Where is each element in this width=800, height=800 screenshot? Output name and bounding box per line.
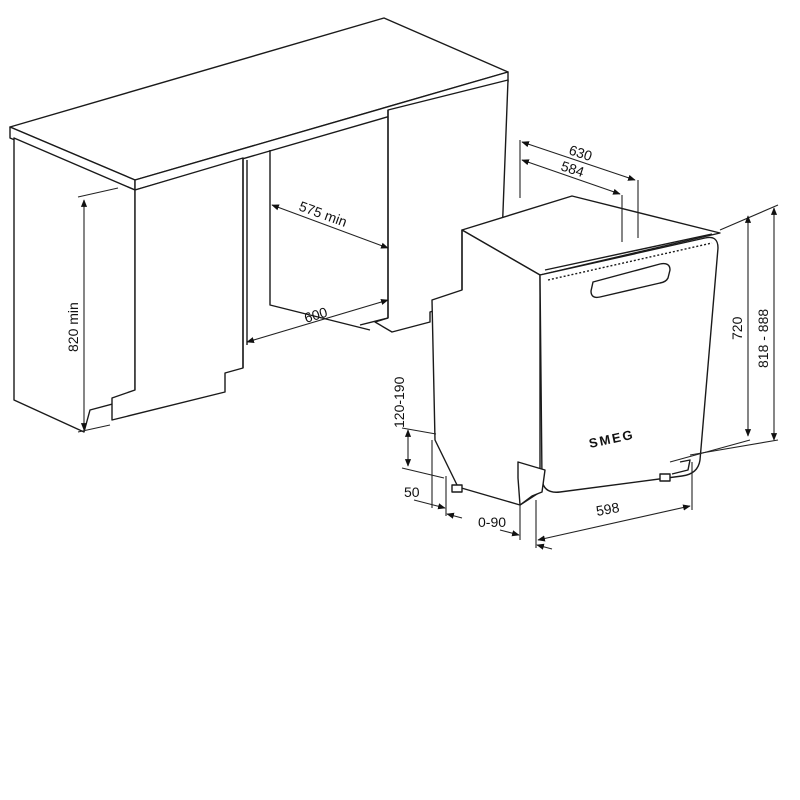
dim-appliance-height: 720 [729,316,745,340]
kitchen-cabinet [9,17,509,433]
dim-adjustable-height: 818 - 888 [755,309,771,368]
foot-right [659,473,671,482]
dim-cabinet-height: 820 min [65,302,81,352]
cabinet-dimensions: 820 min 575 min 600 [65,187,389,433]
dim-plinth-recess: 50 [404,484,420,500]
dim-appliance-width: 598 [595,499,621,519]
dim-depth-total: 630 [567,142,594,165]
left-cabinet-side [13,137,136,433]
dishwasher: SMEG [431,195,721,506]
dim-depth-body: 584 [559,158,586,181]
dishwasher-dimensions: 630 584 720 818 - 888 120-190 50 0-90 [391,140,779,550]
dim-plinth-height: 120-190 [391,376,407,428]
door-handle[interactable] [590,262,671,299]
cavity-back-wall [269,150,371,331]
dim-door-offset: 0-90 [478,514,506,530]
foot-left [451,484,463,493]
dishwasher-plinth [517,461,546,506]
dim-cavity-width: 600 [302,304,329,326]
dishwasher-door [539,236,719,493]
dim-cavity-depth: 575 min [297,198,349,230]
